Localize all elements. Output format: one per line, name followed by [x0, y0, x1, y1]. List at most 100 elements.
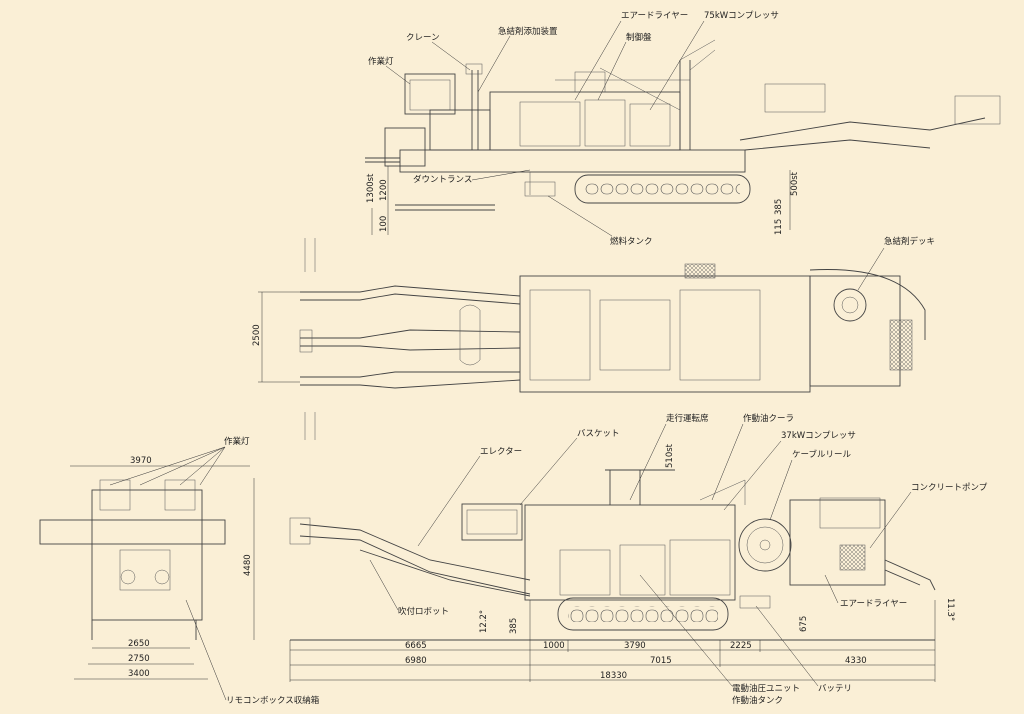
upper-pipes	[555, 67, 690, 111]
label-air-dryer-bottom: エアードライヤー	[840, 599, 907, 609]
leader-work-light-top	[385, 65, 411, 85]
leader-air-dryer-bottom	[824, 574, 839, 604]
lower-rear-chute	[884, 559, 936, 591]
plan-nozzle	[299, 329, 313, 353]
upper-boom-head	[954, 95, 1001, 125]
dim-385-top: 385	[774, 199, 784, 215]
leader-concrete-pump	[869, 491, 912, 549]
leader-battery	[755, 605, 819, 687]
dim-3970: 3970	[130, 456, 152, 466]
leader-crane	[431, 41, 471, 71]
label-erector: エレクター	[480, 447, 522, 457]
leader-down-trans	[471, 169, 531, 181]
label-work-light-front: 作業灯	[224, 436, 250, 447]
lower-cable-reel	[738, 518, 792, 572]
label-spray-robot: 吹付ロボット	[398, 606, 449, 617]
leader-cable-reel	[769, 459, 793, 521]
front-beam	[39, 519, 226, 545]
dim-11-3: 11.3°	[945, 598, 955, 621]
upper-track-outline	[574, 174, 751, 204]
leader-compressor-37	[723, 440, 782, 511]
label-compressor-37: 37kWコンプレッサ	[781, 431, 856, 441]
upper-dryer-box	[629, 103, 671, 147]
lower-boom-2	[359, 549, 531, 597]
dim-1300st: 1300st	[366, 173, 376, 203]
upper-outrigger	[395, 204, 495, 211]
dim-3790: 3790	[624, 641, 646, 651]
lower-labels: 走行運転席 作動油クーラ 37kWコンプレッサ ケーブルリール バスケット エレ…	[369, 413, 988, 706]
label-work-light-top: 作業灯	[368, 56, 394, 67]
dim-7015: 7015	[650, 656, 672, 666]
upper-labels: クレーン 急結剤添加装置 エアードライヤー 75kWコンプレッサ 制御盤 作業灯…	[368, 11, 779, 247]
plan-erector-base	[529, 289, 591, 381]
leader-basket	[519, 437, 578, 506]
leader-hydraulic	[639, 574, 733, 687]
plan-top-grille	[684, 263, 716, 279]
front-light-left	[99, 479, 131, 511]
plan-rear-grille	[889, 319, 913, 371]
plan-boom-heads	[304, 238, 316, 440]
label-hydraulic-unit: 電動油圧ユニット	[732, 683, 800, 694]
label-driver-seat: 走行運転席	[666, 413, 709, 424]
upper-right-rails	[764, 83, 826, 113]
upper-mast-right	[679, 60, 691, 150]
label-down-trans: ダウントランス	[413, 174, 472, 185]
leader-control-panel	[597, 41, 627, 101]
label-compressor-75: 75kWコンプレッサ	[704, 11, 779, 21]
lower-boom-1	[299, 523, 531, 595]
dim-3400: 3400	[128, 669, 150, 679]
upper-boom	[739, 117, 986, 151]
plan-reel-loop	[459, 304, 481, 366]
lower-dimensions: 12.2° 385 675 11.3° 6665 1000 3790 2225 …	[289, 598, 955, 682]
dim-100: 100	[379, 216, 389, 232]
lower-cable-reel-hub	[759, 539, 771, 551]
lower-rear-rails	[819, 497, 881, 529]
label-oil-cooler: 作動油クーラ	[743, 413, 794, 424]
lower-battery-box	[739, 595, 771, 609]
dim-12-2: 12.2°	[479, 610, 489, 633]
lower-compressor-box	[669, 539, 731, 596]
plan-labels: 急結剤デッキ 2500	[252, 236, 935, 383]
front-light-right	[164, 479, 196, 511]
dim-1200: 1200	[379, 179, 389, 201]
label-concrete-pump: コンクリートポンプ	[911, 483, 988, 493]
leader-air-dryer-top	[574, 20, 622, 101]
dim-2500: 2500	[252, 324, 262, 346]
leader-driver-seat	[629, 423, 667, 501]
leader-erector	[417, 455, 481, 547]
label-hydraulic-tank: 作動油タンク	[732, 695, 783, 706]
lower-basket-mesh	[466, 509, 518, 535]
plan-compressor-block	[599, 299, 671, 371]
leader-spray-robot	[369, 559, 399, 611]
plan-rear-deck	[809, 275, 901, 387]
lower-rear-deck	[789, 499, 886, 586]
upper-compressor	[519, 101, 581, 147]
dim-115: 115	[774, 219, 784, 235]
dim-6980: 6980	[405, 656, 427, 666]
upper-accelerator-unit	[429, 109, 491, 151]
upper-rear-box	[384, 127, 426, 167]
lower-tank-box	[619, 544, 666, 596]
dim-2750: 2750	[128, 654, 150, 664]
lower-cable-reel-inner	[746, 526, 784, 564]
plan-boom-top	[300, 285, 521, 305]
label-air-dryer-top: エアードライヤー	[621, 11, 688, 21]
dim-4330: 4330	[845, 656, 867, 666]
front-wheel-left	[120, 569, 136, 585]
upper-dimensions: 1300st 1200 100 500st 385 115	[366, 166, 800, 235]
upper-fuel-tank	[524, 181, 556, 197]
leader-fuel-tank	[547, 195, 613, 237]
lower-driver-mast	[605, 469, 675, 505]
lower-track-shoes	[568, 606, 718, 622]
dim-4480: 4480	[243, 554, 253, 576]
leader-oil-cooler	[711, 423, 744, 501]
plan-tank-block	[679, 289, 761, 381]
upper-tank-top	[574, 71, 606, 93]
lower-basket	[461, 503, 523, 541]
side-view-lower	[289, 469, 936, 641]
dim-500st: 500st	[790, 171, 800, 196]
front-view	[39, 479, 226, 640]
upper-control-panel-box	[584, 99, 626, 147]
lower-pump-grille	[839, 544, 866, 571]
